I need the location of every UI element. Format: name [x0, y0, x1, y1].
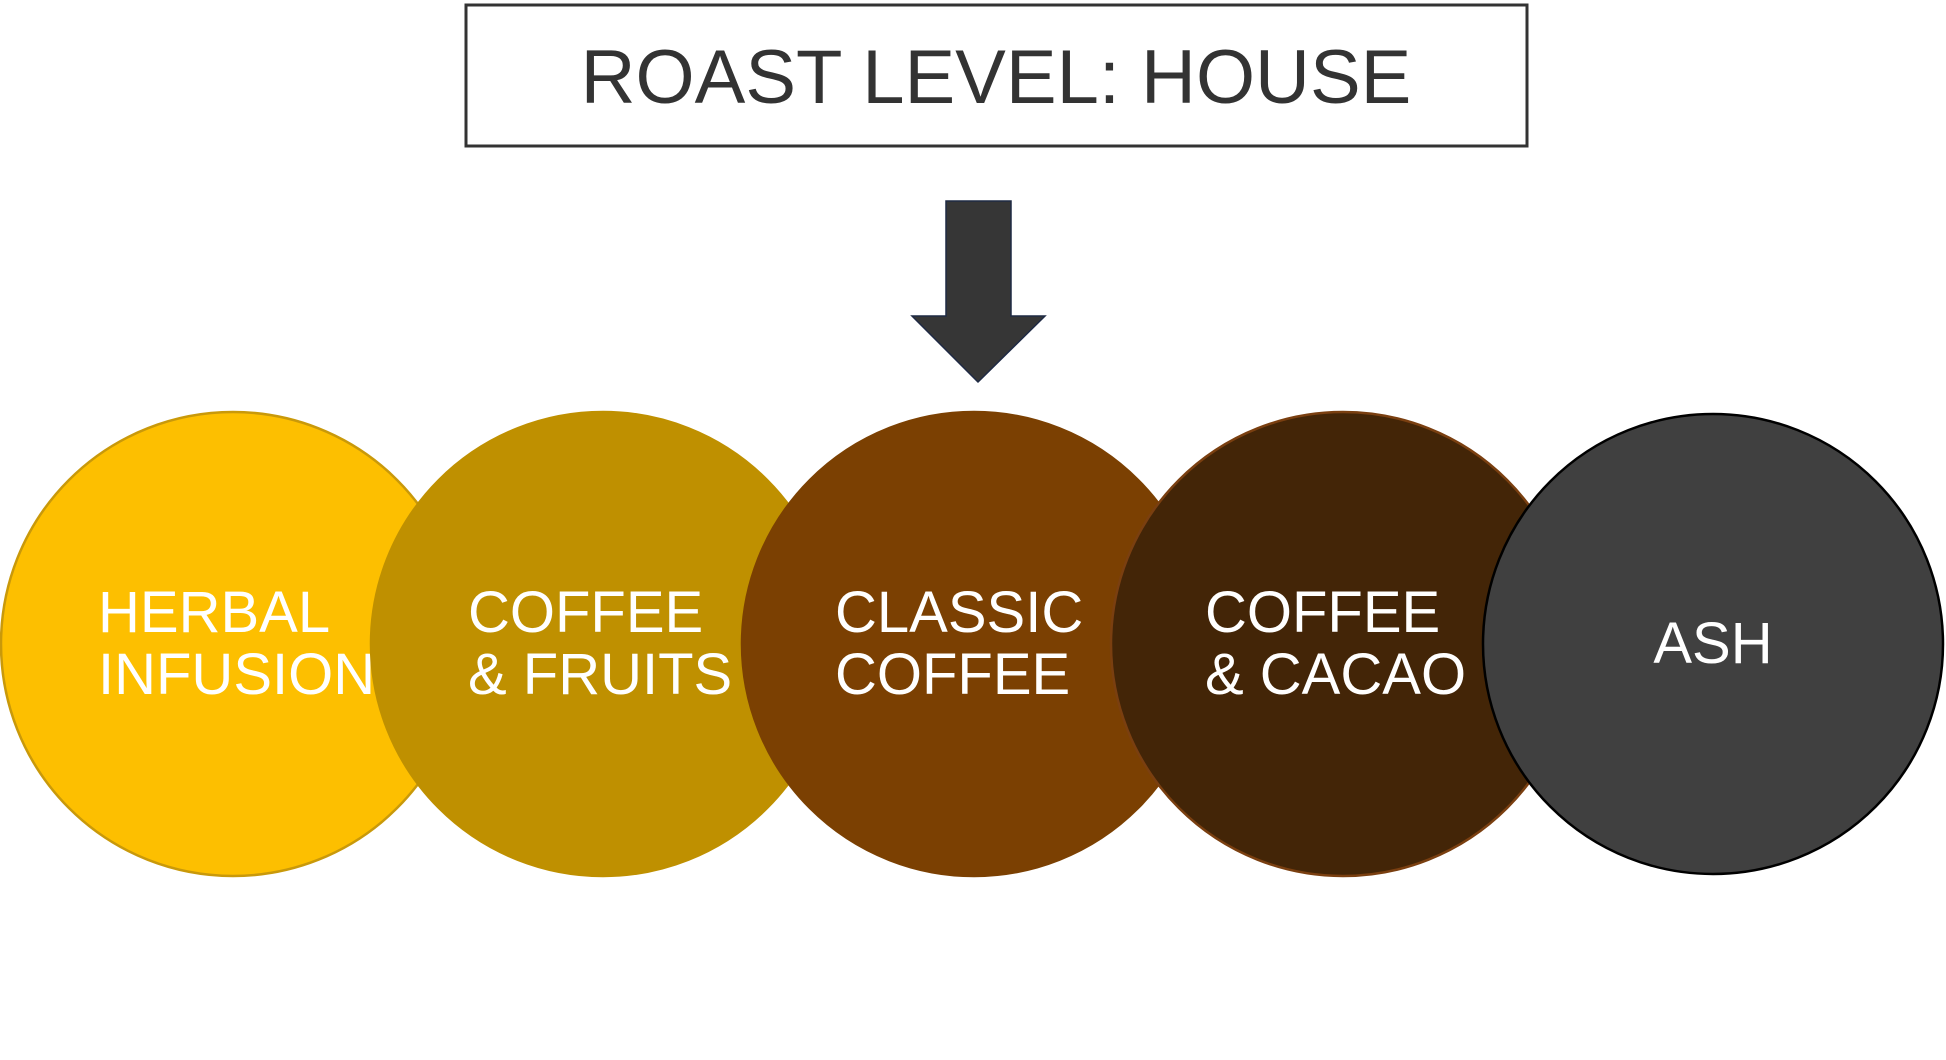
roast-levels: HERBAL INFUSION COFFEE & FRUITS CLASSIC …: [0, 410, 1945, 878]
level-label-line1: ASH: [1653, 611, 1772, 676]
level-herbal-infusion: HERBAL INFUSION: [0, 410, 467, 878]
level-ash: ASH: [1481, 412, 1945, 876]
level-label-line1: COFFEE: [468, 580, 703, 645]
level-label-line1: CLASSIC: [835, 580, 1083, 645]
level-label-line2: INFUSION: [98, 642, 375, 707]
title-box: ROAST LEVEL: HOUSE: [464, 3, 1529, 148]
title-text: ROAST LEVEL: HOUSE: [581, 35, 1412, 120]
title-frame: [464, 3, 1529, 148]
level-label-line2: & FRUITS: [468, 642, 732, 707]
level-label-line1: HERBAL: [98, 580, 330, 645]
level-label-line1: COFFEE: [1205, 580, 1440, 645]
level-label-line2: COFFEE: [835, 642, 1070, 707]
level-coffee-cacao: COFFEE & CACAO: [1109, 410, 1577, 878]
down-arrow-icon: [910, 200, 1047, 384]
level-label-line2: & CACAO: [1205, 642, 1466, 707]
level-circle: [1481, 412, 1945, 876]
level-coffee-fruits: COFFEE & FRUITS: [369, 410, 837, 878]
